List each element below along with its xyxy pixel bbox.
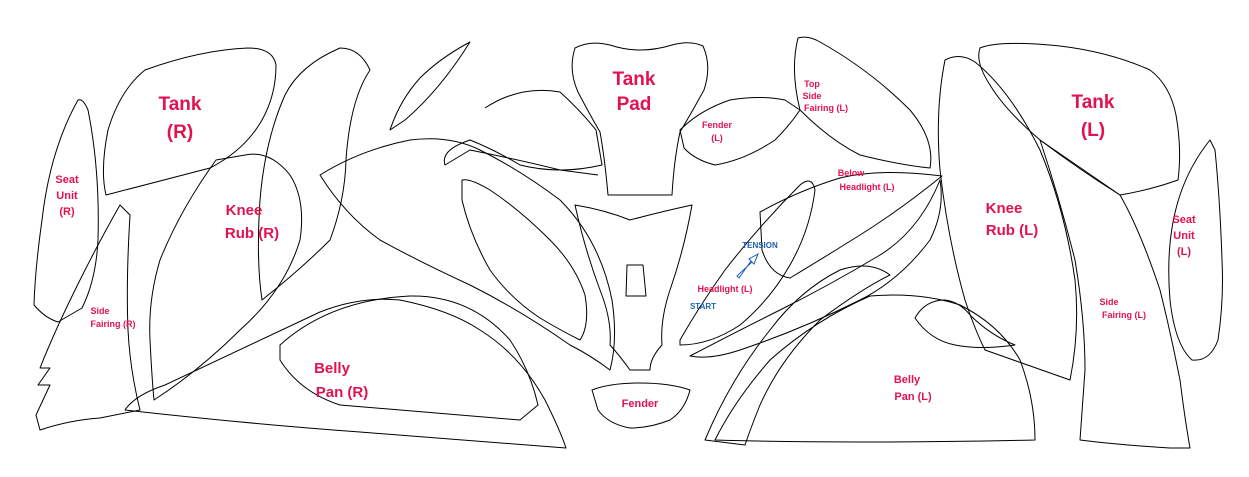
top-side-fairing-l-outline xyxy=(793,36,932,169)
svg-text:Tank: Tank xyxy=(159,94,202,115)
svg-text:Belly: Belly xyxy=(894,374,921,386)
tank-pad-label: Tank Pad xyxy=(613,69,656,115)
svg-text:Top: Top xyxy=(804,79,820,89)
svg-text:Belly: Belly xyxy=(314,360,351,377)
svg-text:(L): (L) xyxy=(711,133,723,143)
svg-text:Tank: Tank xyxy=(613,69,656,90)
headlight-center-outline xyxy=(574,204,693,371)
lower-fairing-l-outline xyxy=(704,265,891,446)
belly-pan-r-label: Belly Pan (R) xyxy=(314,360,368,401)
svg-text:Pad: Pad xyxy=(617,94,652,115)
tension-annotation: TENSION xyxy=(742,241,778,250)
belly-pan-l-outline xyxy=(714,294,1036,443)
svg-text:Side: Side xyxy=(1099,297,1118,307)
belly-pan-r-outline xyxy=(279,295,539,421)
tank-pad-outline xyxy=(571,42,709,196)
side-fairing-r-outline xyxy=(35,204,141,431)
svg-text:Fairing (L): Fairing (L) xyxy=(804,103,848,113)
svg-text:Seat: Seat xyxy=(55,174,79,186)
svg-text:Side: Side xyxy=(90,306,109,316)
tank-r-outline xyxy=(102,47,277,196)
tank-r-label: Tank (R) xyxy=(159,94,202,143)
svg-text:Fairing (L): Fairing (L) xyxy=(1102,310,1146,320)
svg-text:(R): (R) xyxy=(167,122,193,143)
upper-fairing-r-outline xyxy=(257,47,371,301)
svg-text:(R): (R) xyxy=(59,206,75,218)
knee-rub-r-label: Knee Rub (R) xyxy=(225,202,279,242)
below-headlight-l-label: Below Headlight (L) xyxy=(838,168,895,192)
belly-pan-l-cutout-outline xyxy=(914,299,1016,348)
belly-pan-l-label: Belly Pan (L) xyxy=(894,374,932,403)
big-panel-r-outline xyxy=(124,298,567,449)
below-headlight-l-outline xyxy=(759,171,943,279)
svg-text:Tank: Tank xyxy=(1072,92,1115,113)
seat-unit-r-label: Seat Unit (R) xyxy=(55,174,79,218)
top-side-fairing-l-label: Top Side Fairing (L) xyxy=(802,79,848,113)
svg-text:Unit: Unit xyxy=(1173,230,1195,242)
svg-text:Seat: Seat xyxy=(1172,214,1196,226)
seat-unit-r-outline xyxy=(33,99,99,323)
svg-text:Knee: Knee xyxy=(986,200,1023,217)
svg-text:(L): (L) xyxy=(1177,246,1191,258)
fender-outline xyxy=(591,382,691,429)
inner-fairing-l-outline xyxy=(689,179,942,358)
side-fairing-l-label: Side Fairing (L) xyxy=(1099,297,1146,320)
svg-text:Below: Below xyxy=(838,168,866,178)
fender-l-outline xyxy=(679,97,801,166)
fender-l-label: Fender (L) xyxy=(702,120,733,143)
knee-rub-l-label: Knee Rub (L) xyxy=(986,200,1039,239)
headlight-r-outline xyxy=(461,179,588,341)
fender-label: Fender xyxy=(622,398,659,410)
headlight-l-outline xyxy=(679,180,816,346)
svg-text:Side: Side xyxy=(802,91,821,101)
side-fairing-l-outline xyxy=(1039,139,1191,449)
svg-text:Pan (R): Pan (R) xyxy=(316,384,369,401)
svg-text:Rub (R): Rub (R) xyxy=(225,225,279,242)
svg-text:Fairing (R): Fairing (R) xyxy=(91,319,136,329)
tension-arrow-icon xyxy=(736,252,759,279)
side-fairing-r-label: Side Fairing (R) xyxy=(90,306,135,329)
seat-unit-l-outline xyxy=(1168,139,1223,361)
tank-l-outline xyxy=(978,42,1181,196)
svg-text:(L): (L) xyxy=(1081,120,1105,141)
svg-text:Unit: Unit xyxy=(56,190,78,202)
center-notch-outline xyxy=(625,264,647,297)
top-fairing-center-outline xyxy=(443,89,603,176)
knee-rub-r-outline xyxy=(149,153,303,401)
start-annotation: START xyxy=(690,302,716,311)
seat-unit-l-label: Seat Unit (L) xyxy=(1172,214,1196,258)
svg-text:Fender: Fender xyxy=(702,120,733,130)
top-fairing-r-outline xyxy=(389,41,471,131)
headlight-l-label: Headlight (L) xyxy=(698,284,753,294)
inner-fairing-r-outline xyxy=(319,138,616,371)
svg-text:Headlight (L): Headlight (L) xyxy=(840,182,895,192)
tank-l-label: Tank (L) xyxy=(1072,92,1115,141)
svg-text:Pan (L): Pan (L) xyxy=(894,391,932,403)
svg-text:Knee: Knee xyxy=(226,202,263,219)
knee-rub-l-outline xyxy=(937,56,1078,381)
svg-text:Rub (L): Rub (L) xyxy=(986,222,1038,239)
